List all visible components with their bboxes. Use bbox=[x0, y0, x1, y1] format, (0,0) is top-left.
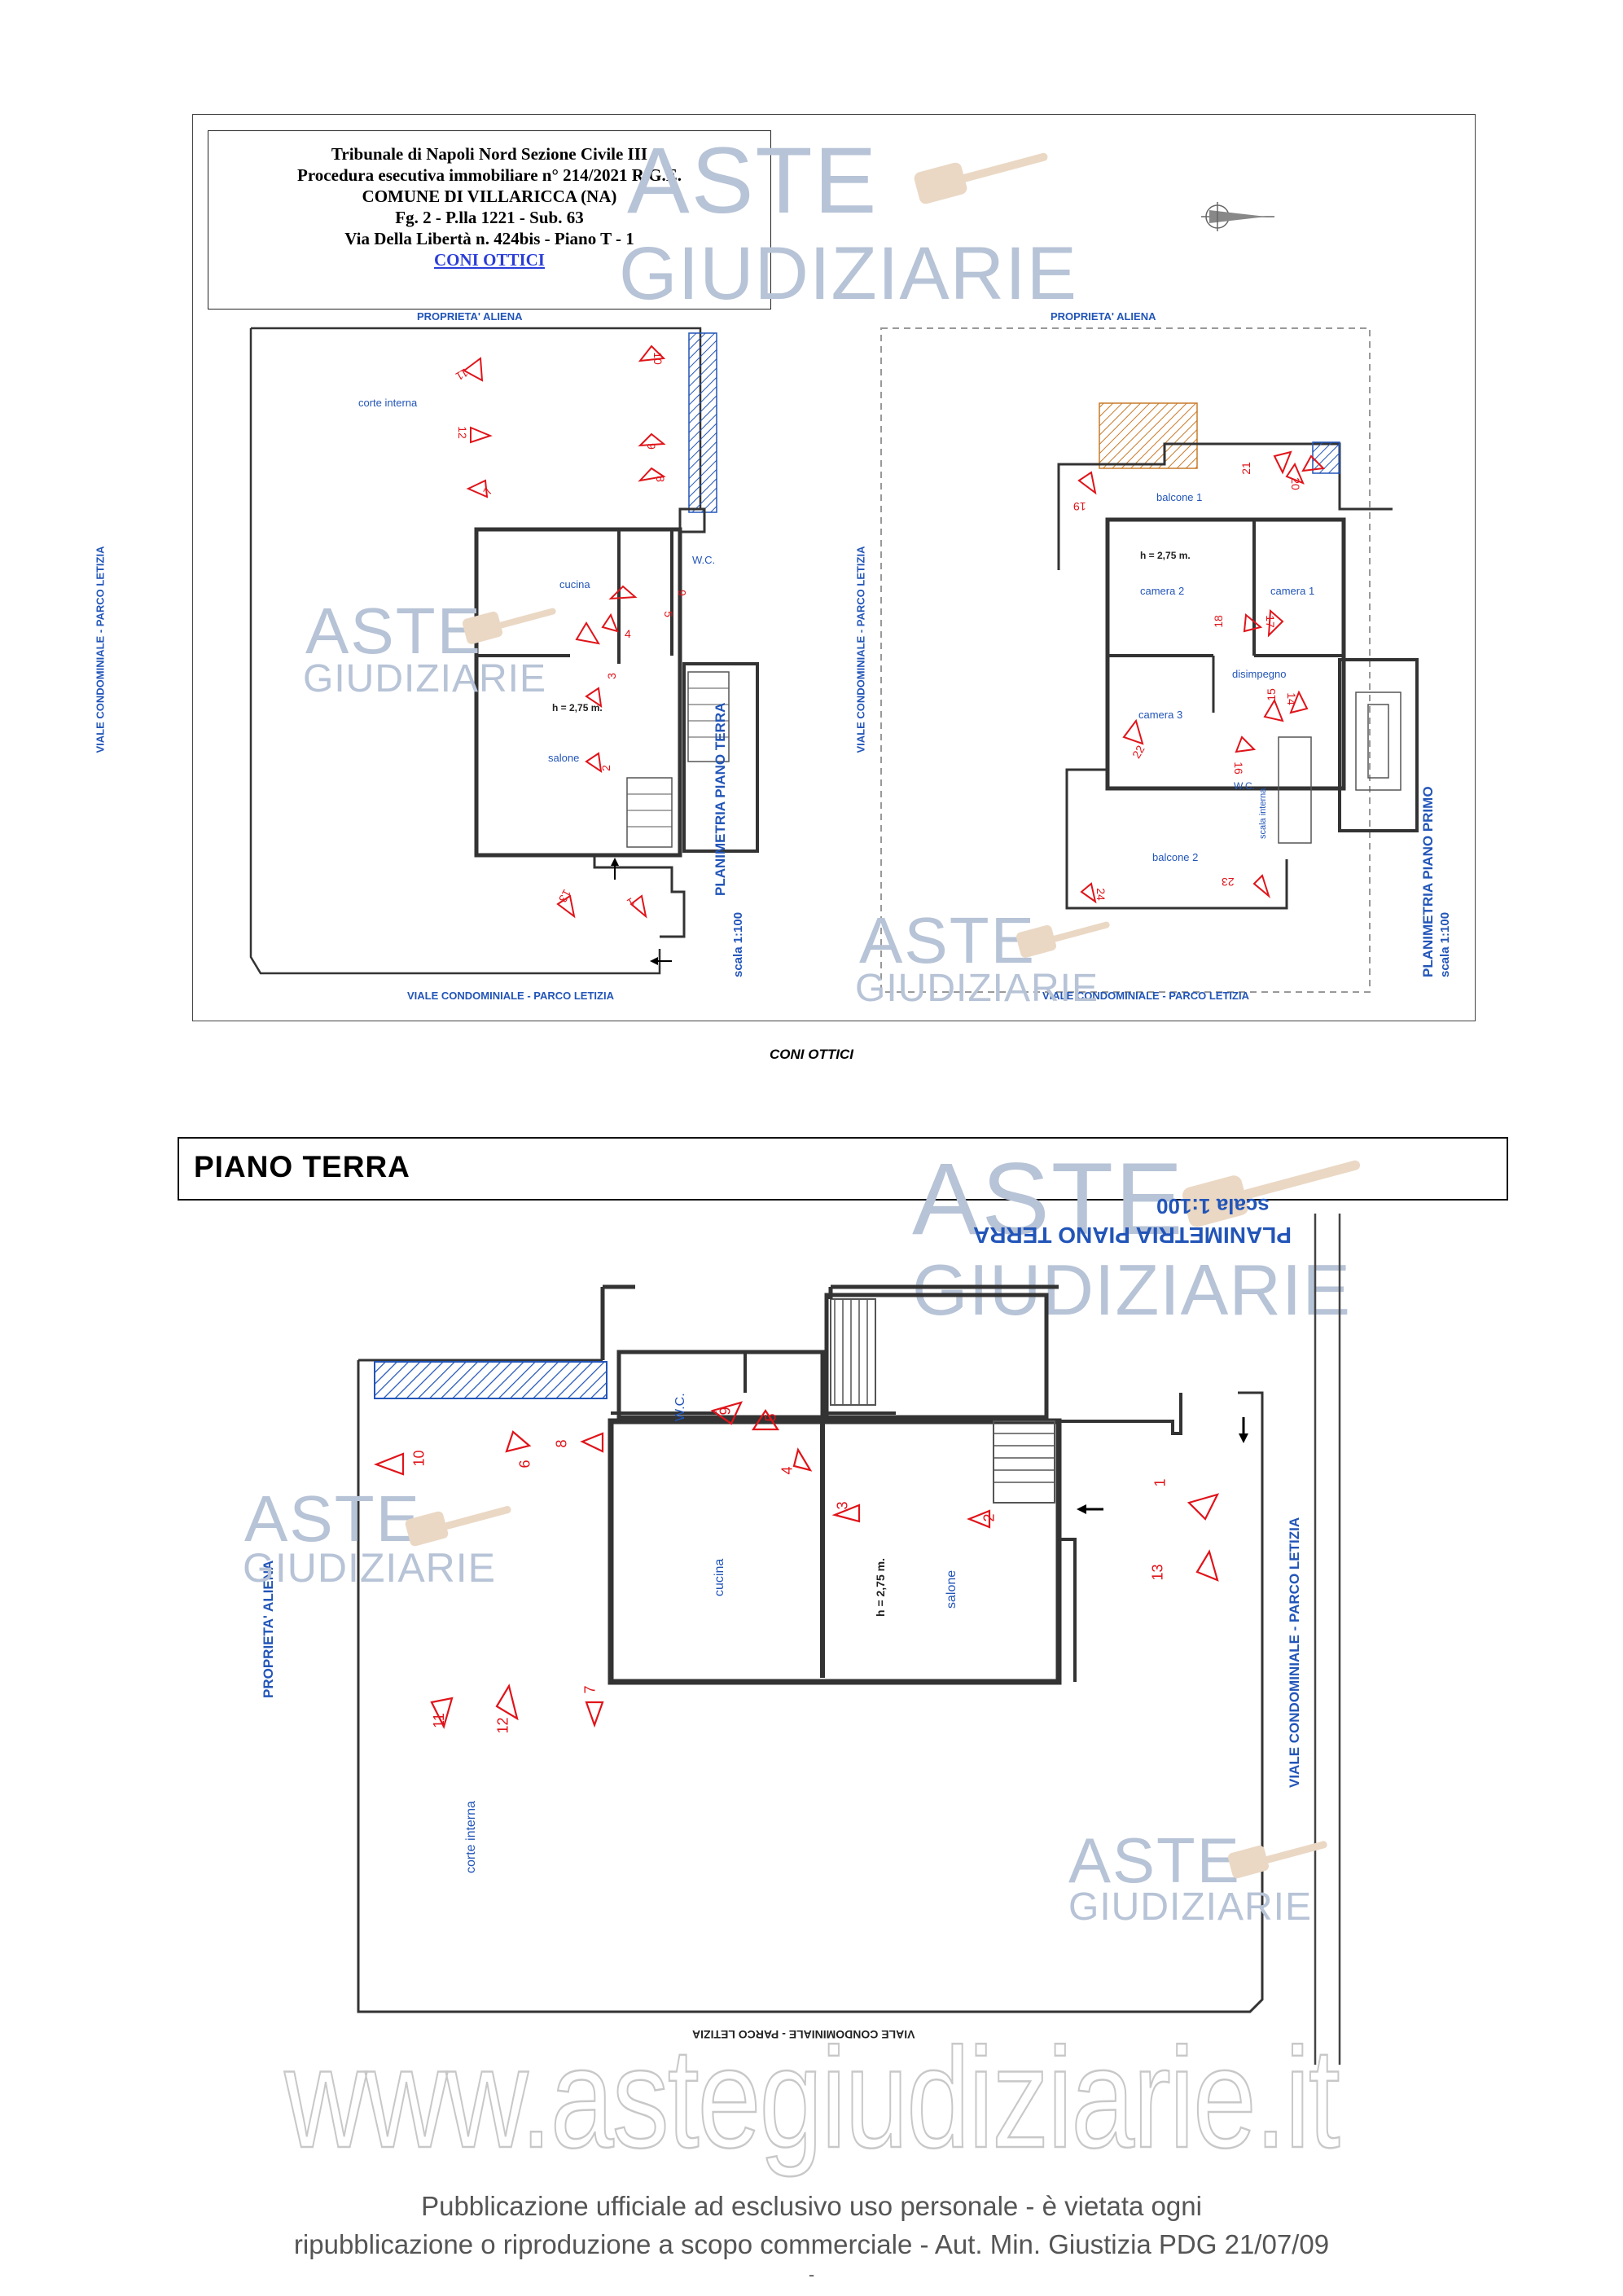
cone-number: 9 bbox=[644, 443, 658, 450]
ground-wc-label: W.C. bbox=[692, 554, 716, 566]
first-scala-label: scala interna bbox=[1258, 788, 1268, 839]
cone-number: 12 bbox=[494, 1717, 511, 1734]
watermark-aste: ASTE bbox=[244, 1482, 421, 1555]
footer-dash: - bbox=[808, 2264, 815, 2285]
footer-line-2: ripubblicazione o riproduzione a scopo c… bbox=[293, 2229, 1330, 2259]
header-comune: COMUNE DI VILLARICCA (NA) bbox=[362, 187, 617, 206]
header-parcel: Fg. 2 - P.lla 1221 - Sub. 63 bbox=[395, 208, 584, 227]
ground-height-label: h = 2,75 m. bbox=[552, 702, 603, 713]
ground-corte-label: corte interna bbox=[358, 397, 418, 409]
gavel-watermark-icon bbox=[1182, 1160, 1361, 1227]
watermark-aste: ASTE bbox=[305, 595, 482, 667]
cone-number: 6 bbox=[674, 590, 688, 596]
header-address: Via Della Libertà n. 424bis - Piano T - … bbox=[344, 229, 634, 248]
cone-number: 6 bbox=[516, 1460, 533, 1468]
ground-floor-plan-bottom bbox=[357, 1214, 1341, 2065]
watermark-aste: ASTE bbox=[859, 904, 1036, 977]
first-viale-left-label: VIALE CONDOMINIALE - PARCO LETIZIA bbox=[854, 546, 867, 753]
cone-number: 9 bbox=[717, 1407, 734, 1416]
gavel-watermark-icon bbox=[462, 608, 556, 644]
first-balcone2-label: balcone 2 bbox=[1152, 851, 1199, 863]
cone-number: 21 bbox=[1239, 462, 1252, 475]
first-camera2-label: camera 2 bbox=[1140, 585, 1185, 597]
cone-number: 15 bbox=[1264, 688, 1278, 701]
north-compass-icon bbox=[1201, 202, 1274, 231]
first-wc-label: W.C. bbox=[1234, 780, 1255, 792]
ground-plan-scale: scala 1:100 bbox=[731, 911, 745, 977]
cone-number: 10 bbox=[410, 1450, 428, 1467]
first-plan-scale: scala 1:100 bbox=[1438, 911, 1452, 977]
first-camera3-label: camera 3 bbox=[1138, 709, 1183, 721]
first-height-label: h = 2,75 m. bbox=[1140, 550, 1191, 561]
gavel-watermark-icon bbox=[405, 1506, 511, 1547]
cone-number: 24 bbox=[1094, 888, 1108, 901]
ground-viale-bottom-label: VIALE CONDOMINIALE - PARCO LETIZIA bbox=[407, 990, 614, 1002]
gavel-watermark-icon bbox=[1227, 1841, 1327, 1879]
cone-number: 12 bbox=[455, 426, 469, 439]
cone-number: 11 bbox=[430, 1713, 447, 1728]
first-camera1-label: camera 1 bbox=[1270, 585, 1315, 597]
site-watermark-url: www.astegiudiziarie.it bbox=[283, 2017, 1340, 2179]
cone-number: 3 bbox=[604, 673, 618, 679]
section-title-box: PIANO TERRA bbox=[178, 1137, 1508, 1201]
bottom-height-label: h = 2,75 m. bbox=[874, 1558, 887, 1617]
ground-floor-plan-top bbox=[249, 327, 759, 975]
watermark-aste: ASTE bbox=[912, 1143, 1185, 1256]
bottom-wc-label: W.C. bbox=[673, 1393, 687, 1421]
ground-plan-title: PLANIMETRIA PIANO TERRA bbox=[713, 702, 728, 896]
cone-number: 4 bbox=[779, 1466, 796, 1475]
ground-prop-aliena-label: PROPRIETA' ALIENA bbox=[417, 310, 523, 323]
first-balcone1-label: balcone 1 bbox=[1156, 491, 1203, 503]
cone-number: 5 bbox=[661, 611, 675, 617]
cone-number: 2 bbox=[980, 1513, 998, 1522]
cone-number: 14 bbox=[1284, 692, 1298, 705]
cone-number: 3 bbox=[834, 1501, 851, 1510]
gavel-watermark-icon bbox=[914, 152, 1048, 204]
top-drawing-frame bbox=[192, 114, 1476, 1021]
section-title: PIANO TERRA bbox=[194, 1150, 410, 1183]
cone-number: 8 bbox=[653, 476, 667, 482]
cone-number: 23 bbox=[1222, 876, 1235, 889]
watermark-aste: ASTE bbox=[627, 129, 879, 233]
watermark-giudiziarie: GIUDIZIARIE bbox=[912, 1249, 1352, 1330]
cone-number: 18 bbox=[1211, 615, 1225, 628]
first-viale-bottom-label: VIALE CONDOMINIALE - PARCO LETIZIA bbox=[1042, 990, 1249, 1002]
watermark-aste: ASTE bbox=[1068, 1824, 1241, 1896]
gavel-watermark-icon bbox=[1015, 921, 1110, 958]
footer-line-1: Pubblicazione ufficiale ad esclusivo uso… bbox=[421, 2191, 1202, 2221]
bottom-viale-right-label: VIALE CONDOMINIALE - PARCO LETIZIA bbox=[1287, 1517, 1302, 1788]
first-plan-title: PLANIMETRIA PIANO PRIMO bbox=[1420, 786, 1436, 977]
watermark-giudiziarie: GIUDIZIARIE bbox=[1068, 1886, 1313, 1929]
cone-number: 10 bbox=[651, 352, 665, 365]
cone-number: 19 bbox=[1073, 500, 1086, 513]
first-prop-aliena-label: PROPRIETA' ALIENA bbox=[1051, 310, 1156, 323]
ground-viale-left-label: VIALE CONDOMINIALE - PARCO LETIZIA bbox=[94, 546, 107, 753]
bottom-cucina-label: cucina bbox=[713, 1558, 726, 1596]
watermark-giudiziarie: GIUDIZIARIE bbox=[243, 1545, 497, 1591]
caption-coni-ottici: CONI OTTICI bbox=[770, 1047, 853, 1062]
cone-number: 17 bbox=[1263, 615, 1277, 628]
first-floor-plan-top bbox=[880, 327, 1419, 993]
cone-number: 13 bbox=[1149, 1564, 1166, 1581]
first-disimpegno-label: disimpegno bbox=[1232, 668, 1287, 680]
header-box: Tribunale di Napoli Nord Sezione Civile … bbox=[208, 130, 771, 309]
header-procedure: Procedura esecutiva immobiliare n° 214/2… bbox=[297, 165, 682, 185]
bottom-salone-label: salone bbox=[945, 1569, 958, 1609]
cone-number: 1 bbox=[1151, 1478, 1169, 1487]
watermark-giudiziarie: GIUDIZIARIE bbox=[303, 657, 547, 700]
header-coni-ottici-link[interactable]: CONI OTTICI bbox=[434, 250, 545, 270]
cone-number: 5 bbox=[762, 1413, 779, 1422]
cone-number: 4 bbox=[625, 627, 631, 640]
cone-number: 2 bbox=[599, 765, 612, 771]
cone-number: 7 bbox=[581, 1685, 599, 1694]
ground-cucina-label: cucina bbox=[559, 578, 590, 590]
watermark-giudiziarie: GIUDIZIARIE bbox=[855, 967, 1099, 1010]
cone-number: 20 bbox=[1288, 477, 1302, 490]
bottom-corte-label: corte interna bbox=[464, 1801, 478, 1873]
cone-number: 16 bbox=[1231, 762, 1245, 775]
watermark-giudiziarie: GIUDIZIARIE bbox=[619, 232, 1078, 315]
cone-number: 8 bbox=[553, 1439, 570, 1448]
header-tribunal: Tribunale di Napoli Nord Sezione Civile … bbox=[331, 144, 648, 164]
ground-salone-label: salone bbox=[548, 752, 580, 764]
